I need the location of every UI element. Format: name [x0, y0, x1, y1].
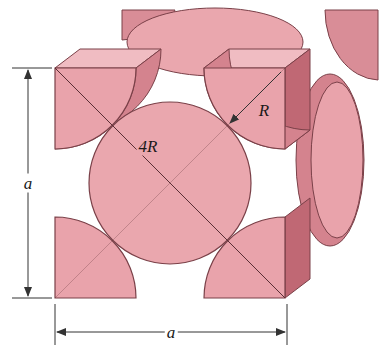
- front-face: [55, 68, 285, 298]
- corner-side: [285, 198, 310, 298]
- face-diagonal: [55, 68, 285, 298]
- corner-sides: [55, 49, 310, 298]
- radius-arrow: [230, 72, 281, 123]
- dimension-label: a: [165, 323, 178, 342]
- face-diagonal: [55, 68, 285, 298]
- radius-label: R: [257, 101, 271, 120]
- diagonal-label: 4R: [137, 137, 160, 156]
- right-face-atom: [311, 82, 363, 238]
- extension-line: [12, 68, 52, 69]
- extension-line: [55, 304, 56, 345]
- extension-line: [12, 298, 52, 299]
- dimension-label: a: [22, 174, 35, 193]
- back-corner-atom: [325, 10, 378, 80]
- dimension-lines: [12, 68, 287, 345]
- extension-line: [287, 304, 288, 345]
- face-diagonal: [55, 68, 285, 298]
